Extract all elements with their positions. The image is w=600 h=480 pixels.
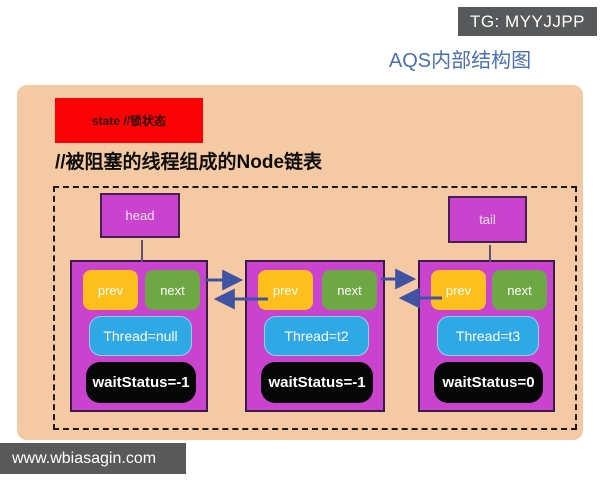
- node-2: prev next Thread=t2 waitStatus=-1: [245, 260, 385, 412]
- node-3-next-field: next: [492, 270, 547, 310]
- tail-pointer-box: tail: [448, 196, 527, 243]
- node-1-next-field: next: [145, 270, 200, 310]
- node-3-prev-field: prev: [431, 270, 486, 310]
- node-2-waitstatus-field: waitStatus=-1: [261, 362, 373, 403]
- node-1: prev next Thread=null waitStatus=-1: [70, 260, 208, 412]
- telegram-badge: TG: MYYJJPP: [458, 7, 597, 36]
- head-pointer-box: head: [100, 193, 180, 238]
- node-2-next-field: next: [322, 270, 377, 310]
- node-2-prev-field: prev: [258, 270, 313, 310]
- diagram-canvas: state //锁状态 //被阻塞的线程组成的Node链表 head tail …: [17, 85, 583, 440]
- node-3-thread-field: Thread=t3: [437, 316, 539, 356]
- node-1-waitstatus-field: waitStatus=-1: [86, 362, 196, 403]
- node-1-thread-field: Thread=null: [89, 316, 192, 356]
- node-list-label: //被阻塞的线程组成的Node链表: [55, 152, 323, 173]
- node-list-area: head tail prev next Thread=null waitStat…: [53, 186, 577, 430]
- site-watermark: www.wbiasagin.com: [0, 443, 186, 474]
- node-3: prev next Thread=t3 waitStatus=0: [418, 260, 555, 412]
- node-3-waitstatus-field: waitStatus=0: [434, 362, 543, 403]
- state-box: state //锁状态: [55, 98, 203, 143]
- node-2-thread-field: Thread=t2: [264, 316, 369, 356]
- page-title: AQS内部结构图: [388, 50, 532, 72]
- node-1-prev-field: prev: [83, 270, 138, 310]
